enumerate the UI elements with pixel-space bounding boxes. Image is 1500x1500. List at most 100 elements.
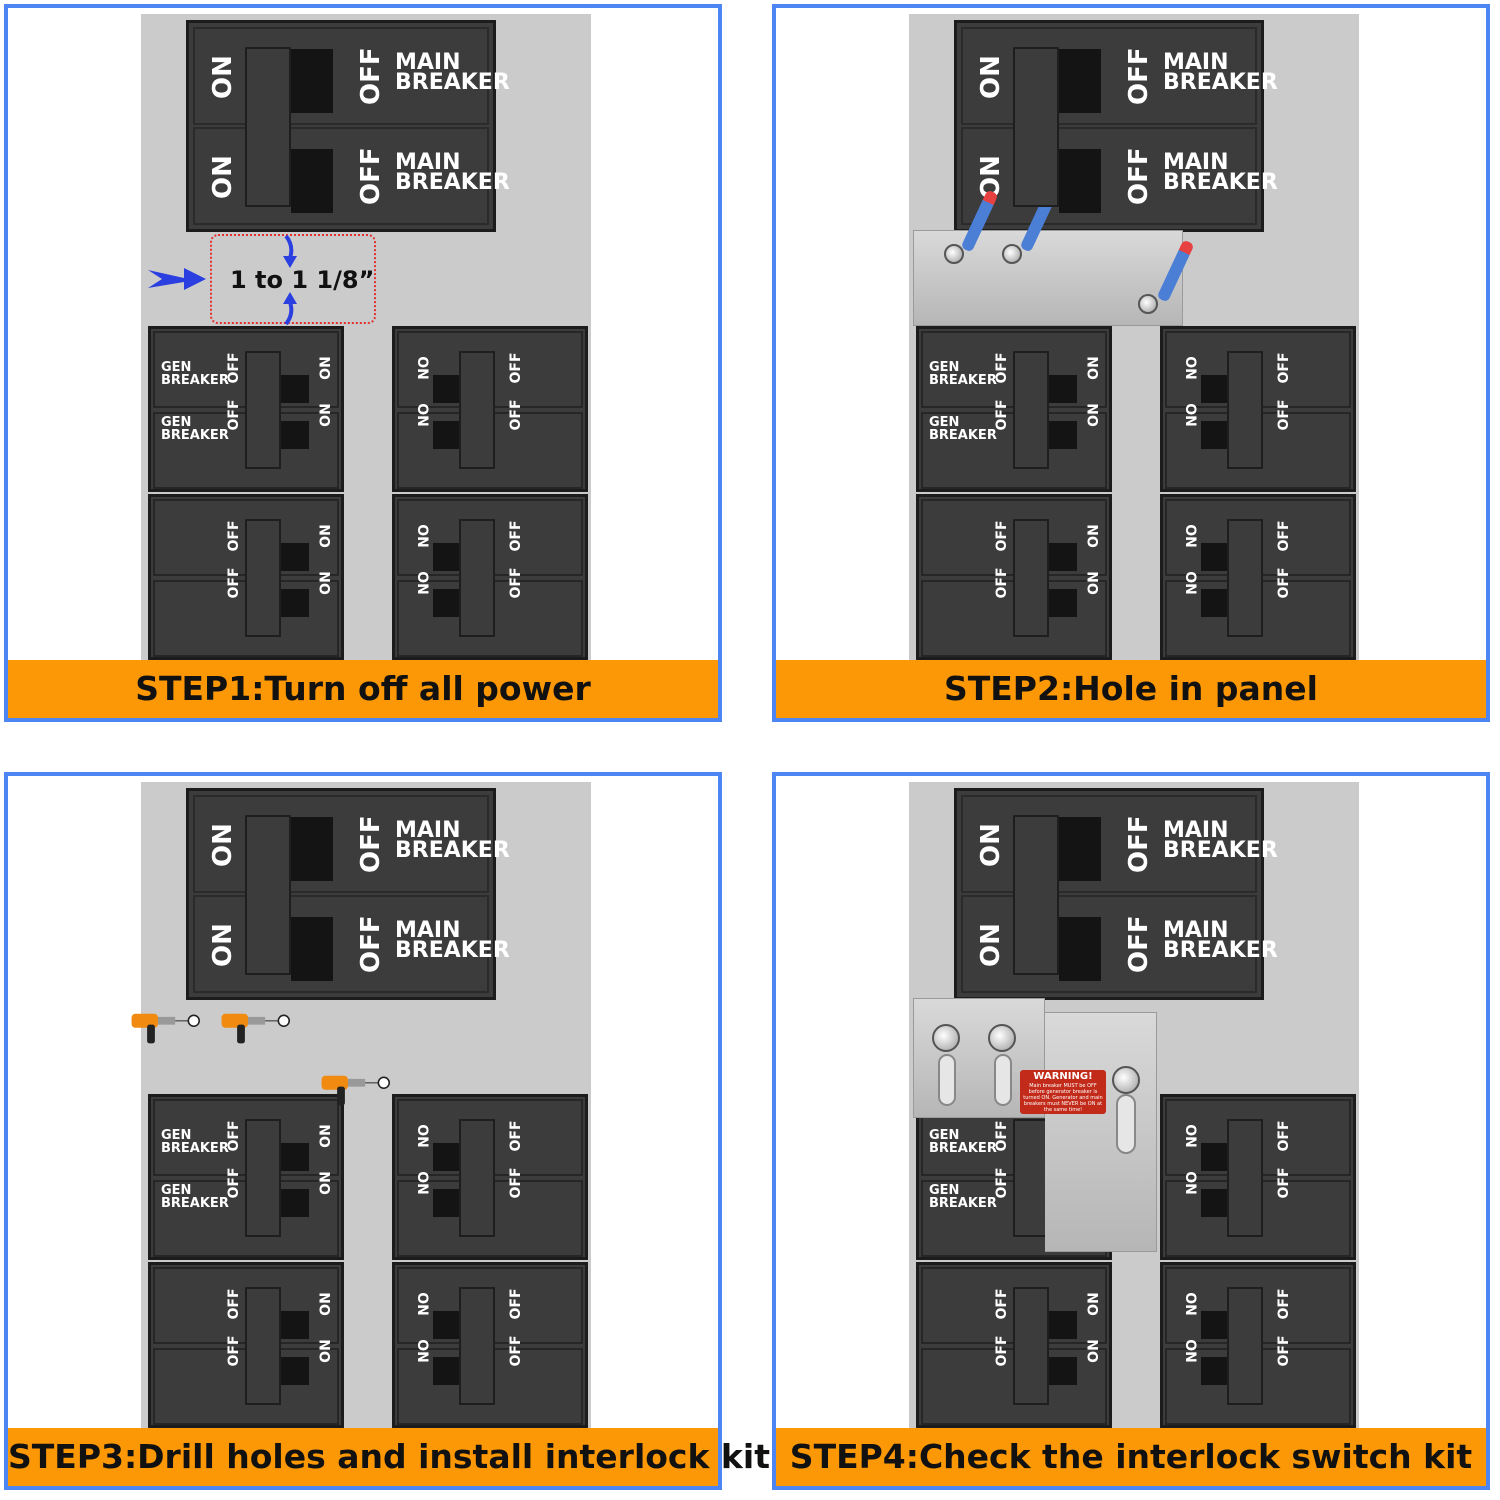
off-label: OFF xyxy=(226,1167,242,1199)
breaker-handle[interactable] xyxy=(245,519,281,637)
breaker-handle[interactable] xyxy=(459,1119,495,1237)
on-label: ON xyxy=(414,571,430,595)
handle-slot xyxy=(291,149,333,213)
off-label: OFF xyxy=(356,915,386,973)
off-label: OFF xyxy=(994,1167,1010,1199)
off-label: OFF xyxy=(508,399,524,431)
off-label: OFF xyxy=(226,1120,242,1152)
on-label: ON xyxy=(1086,571,1102,595)
handle-slot xyxy=(1201,421,1229,449)
off-label: OFF xyxy=(1276,1288,1292,1320)
breaker-handle[interactable] xyxy=(245,351,281,469)
main-breaker-handle[interactable] xyxy=(245,815,291,975)
on-label: ON xyxy=(976,923,1006,967)
breaker-handle[interactable] xyxy=(1227,1119,1263,1237)
on-label: ON xyxy=(1182,524,1198,548)
handle-slot xyxy=(1049,375,1077,403)
on-label: ON xyxy=(1086,1124,1102,1148)
on-label: ON xyxy=(318,403,334,427)
on-label: ON xyxy=(208,923,238,967)
breaker-handle[interactable] xyxy=(1227,351,1263,469)
on-label: ON xyxy=(1086,1171,1102,1195)
main-breaker-handle[interactable] xyxy=(1013,47,1059,207)
on-label: ON xyxy=(318,524,334,548)
handle-slot xyxy=(1049,421,1077,449)
on-label: ON xyxy=(1182,1124,1198,1148)
handle-slot xyxy=(1059,817,1101,881)
off-label: OFF xyxy=(1276,1335,1292,1367)
off-label: OFF xyxy=(508,1335,524,1367)
off-label: OFF xyxy=(508,1167,524,1199)
main-breaker-handle[interactable] xyxy=(1013,815,1059,975)
step-caption: STEP2:Hole in panel xyxy=(776,660,1486,718)
breaker-handle[interactable] xyxy=(459,519,495,637)
breaker-handle[interactable] xyxy=(1013,1287,1049,1405)
on-label: ON xyxy=(1182,571,1198,595)
branch-breaker[interactable]: ON OFF ON OFF xyxy=(392,1262,588,1428)
breaker-handle[interactable] xyxy=(245,1119,281,1237)
handle-slot xyxy=(281,421,309,449)
on-label: ON xyxy=(318,1171,334,1195)
branch-breaker[interactable]: OFF ON OFF ON xyxy=(916,1262,1112,1428)
branch-breaker[interactable]: OFF ON OFF ON xyxy=(916,494,1112,660)
on-label: ON xyxy=(1086,1292,1102,1316)
off-label: OFF xyxy=(356,815,386,873)
off-label: OFF xyxy=(994,1120,1010,1152)
branch-breaker[interactable]: ON OFF ON OFF xyxy=(392,326,588,492)
branch-breaker[interactable]: ON OFF ON OFF xyxy=(392,494,588,660)
step-caption: STEP1:Turn off all power xyxy=(8,660,718,718)
branch-breaker[interactable]: ON OFF ON OFF xyxy=(1160,1094,1356,1260)
main-breaker-handle[interactable] xyxy=(245,47,291,207)
breaker-handle[interactable] xyxy=(1013,519,1049,637)
branch-breaker[interactable]: ON OFF ON OFF xyxy=(1160,494,1356,660)
branch-breaker[interactable]: OFF ON OFF ON xyxy=(148,494,344,660)
branch-breaker[interactable]: ON OFF ON OFF xyxy=(1160,326,1356,492)
step-caption: STEP3:Drill holes and install interlock … xyxy=(8,1428,770,1486)
on-label: ON xyxy=(1182,1171,1198,1195)
off-label: OFF xyxy=(226,1335,242,1367)
breaker-handle[interactable] xyxy=(245,1287,281,1405)
off-label: OFF xyxy=(226,520,242,552)
handle-slot xyxy=(281,375,309,403)
handle-slot xyxy=(1201,1189,1229,1217)
branch-breaker[interactable]: OFF ON OFF ON xyxy=(148,1262,344,1428)
off-label: OFF xyxy=(1276,399,1292,431)
handle-slot xyxy=(433,375,461,403)
on-label: ON xyxy=(414,1124,430,1148)
handle-slot xyxy=(281,1311,309,1339)
on-label: ON xyxy=(208,823,238,867)
off-label: OFF xyxy=(356,47,386,105)
branch-breaker[interactable]: ON OFF ON OFF xyxy=(392,1094,588,1260)
off-label: OFF xyxy=(508,520,524,552)
breaker-handle[interactable] xyxy=(1013,1119,1049,1237)
breaker-handle[interactable] xyxy=(459,1287,495,1405)
handle-slot xyxy=(1049,1311,1077,1339)
handle-slot xyxy=(291,817,333,881)
branch-breaker[interactable]: ON OFF ON OFF xyxy=(1160,1262,1356,1428)
step-caption: STEP4:Check the interlock switch kit xyxy=(776,1428,1486,1486)
on-label: ON xyxy=(318,356,334,380)
breaker-handle[interactable] xyxy=(459,351,495,469)
breaker-handle[interactable] xyxy=(1227,519,1263,637)
off-label: OFF xyxy=(1124,815,1154,873)
breaker-handle[interactable] xyxy=(1013,351,1049,469)
breaker-handle[interactable] xyxy=(1227,1287,1263,1405)
